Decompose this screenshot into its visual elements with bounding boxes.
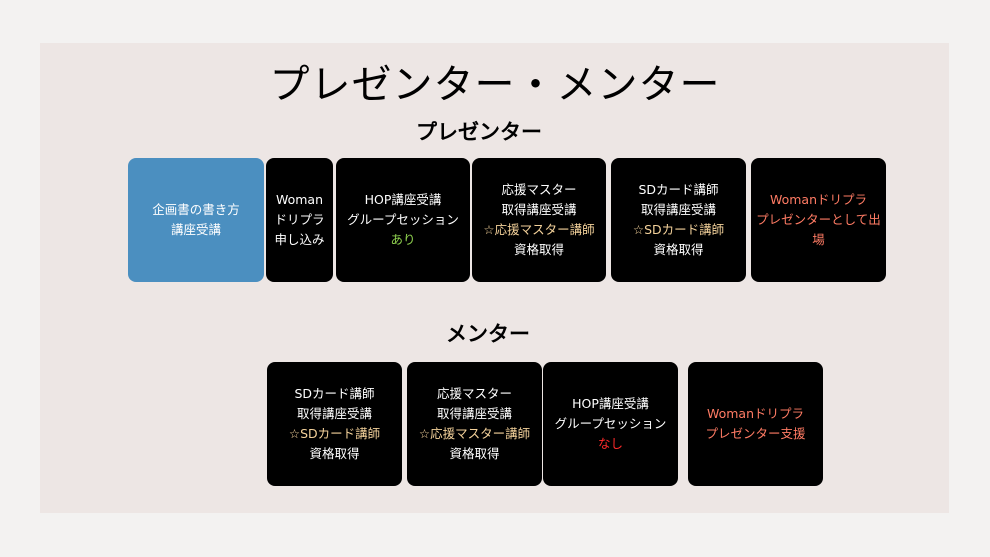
step-line: 応援マスター xyxy=(501,182,577,197)
slide-title: プレゼンター・メンター xyxy=(269,62,721,108)
mentor-step-2: 応援マスター 取得講座受講 ☆応援マスター講師 資格取得 xyxy=(407,362,542,486)
presenter-heading: プレゼンター xyxy=(416,120,542,144)
step-line: SDカード講師 xyxy=(294,386,375,401)
step-line: グループセッション xyxy=(554,416,667,431)
step-line: ドリプラ xyxy=(274,212,325,227)
step-line: Womanドリプラ xyxy=(769,192,868,207)
mentor-step-1: SDカード講師 取得講座受講 ☆SDカード講師 資格取得 xyxy=(267,362,402,486)
presenter-step-4: 応援マスター 取得講座受講 ☆応援マスター講師 資格取得 xyxy=(472,158,606,282)
step-line: Womanドリプラ xyxy=(706,406,805,421)
step-line: HOP講座受講 xyxy=(364,192,442,207)
step-line: ☆応援マスター講師 xyxy=(483,222,595,237)
step-line: プレゼンターとして出 xyxy=(756,212,881,227)
step-line: HOP講座受講 xyxy=(572,396,649,411)
presenter-step-1: 企画書の書き方 講座受講 xyxy=(128,158,264,282)
step-line: 資格取得 xyxy=(449,446,500,461)
step-line: 応援マスター xyxy=(436,386,512,401)
presenter-step-3: HOP講座受講 グループセッション あり xyxy=(336,158,470,282)
step-line: 場 xyxy=(812,232,825,247)
step-line: プレゼンター支援 xyxy=(705,426,806,441)
step-line: あり xyxy=(390,232,416,247)
step-line: グループセッション xyxy=(347,212,459,227)
step-line: 取得講座受講 xyxy=(501,202,577,217)
step-line: ☆応援マスター講師 xyxy=(418,426,531,441)
step-line: 資格取得 xyxy=(653,242,704,257)
step-line: ☆SDカード講師 xyxy=(288,426,381,441)
mentor-step-3: HOP講座受講 グループセッション なし xyxy=(543,362,678,486)
step-line: Woman xyxy=(275,192,324,207)
mentor-heading: メンター xyxy=(446,322,530,346)
step-line: ☆SDカード講師 xyxy=(632,222,725,237)
step-line: 資格取得 xyxy=(309,446,360,461)
mentor-step-4: Womanドリプラ プレゼンター支援 xyxy=(688,362,823,486)
step-line: SDカード講師 xyxy=(638,182,719,197)
step-line: 取得講座受講 xyxy=(436,406,512,421)
presenter-step-5: SDカード講師 取得講座受講 ☆SDカード講師 資格取得 xyxy=(611,158,746,282)
step-line: 企画書の書き方 xyxy=(152,202,240,217)
step-line: 取得講座受講 xyxy=(296,406,372,421)
presenter-step-2: Woman ドリプラ 申し込み xyxy=(266,158,333,282)
step-line: 申し込み xyxy=(274,232,325,247)
presenter-step-6: Womanドリプラ プレゼンターとして出 場 xyxy=(751,158,886,282)
step-line: 取得講座受講 xyxy=(640,202,716,217)
step-line: 講座受講 xyxy=(170,222,221,237)
step-line: なし xyxy=(597,436,623,451)
step-line: 資格取得 xyxy=(513,242,564,257)
